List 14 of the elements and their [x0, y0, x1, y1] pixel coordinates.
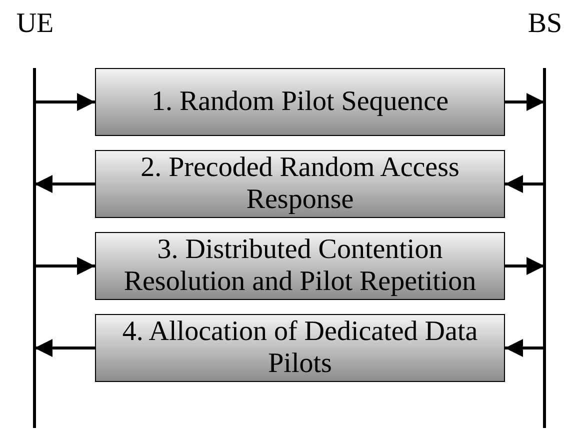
message-box: 1. Random Pilot Sequence	[95, 68, 505, 136]
arrow	[505, 93, 544, 111]
arrow	[505, 175, 543, 193]
arrow	[34, 175, 95, 193]
arrow	[36, 257, 95, 275]
arrow	[505, 257, 544, 275]
arrow	[505, 339, 543, 357]
message-box: 3. Distributed Contention Resolution and Pilot Repetition	[95, 232, 505, 300]
participant-label: UE	[15, 8, 55, 40]
message-box: 4. Allocation of Dedicated Data Pilots	[95, 314, 505, 382]
participant-label: BS	[526, 8, 564, 40]
arrow	[36, 93, 95, 111]
message-box: 2. Precoded Random Access Response	[95, 150, 505, 218]
arrow	[34, 339, 95, 357]
